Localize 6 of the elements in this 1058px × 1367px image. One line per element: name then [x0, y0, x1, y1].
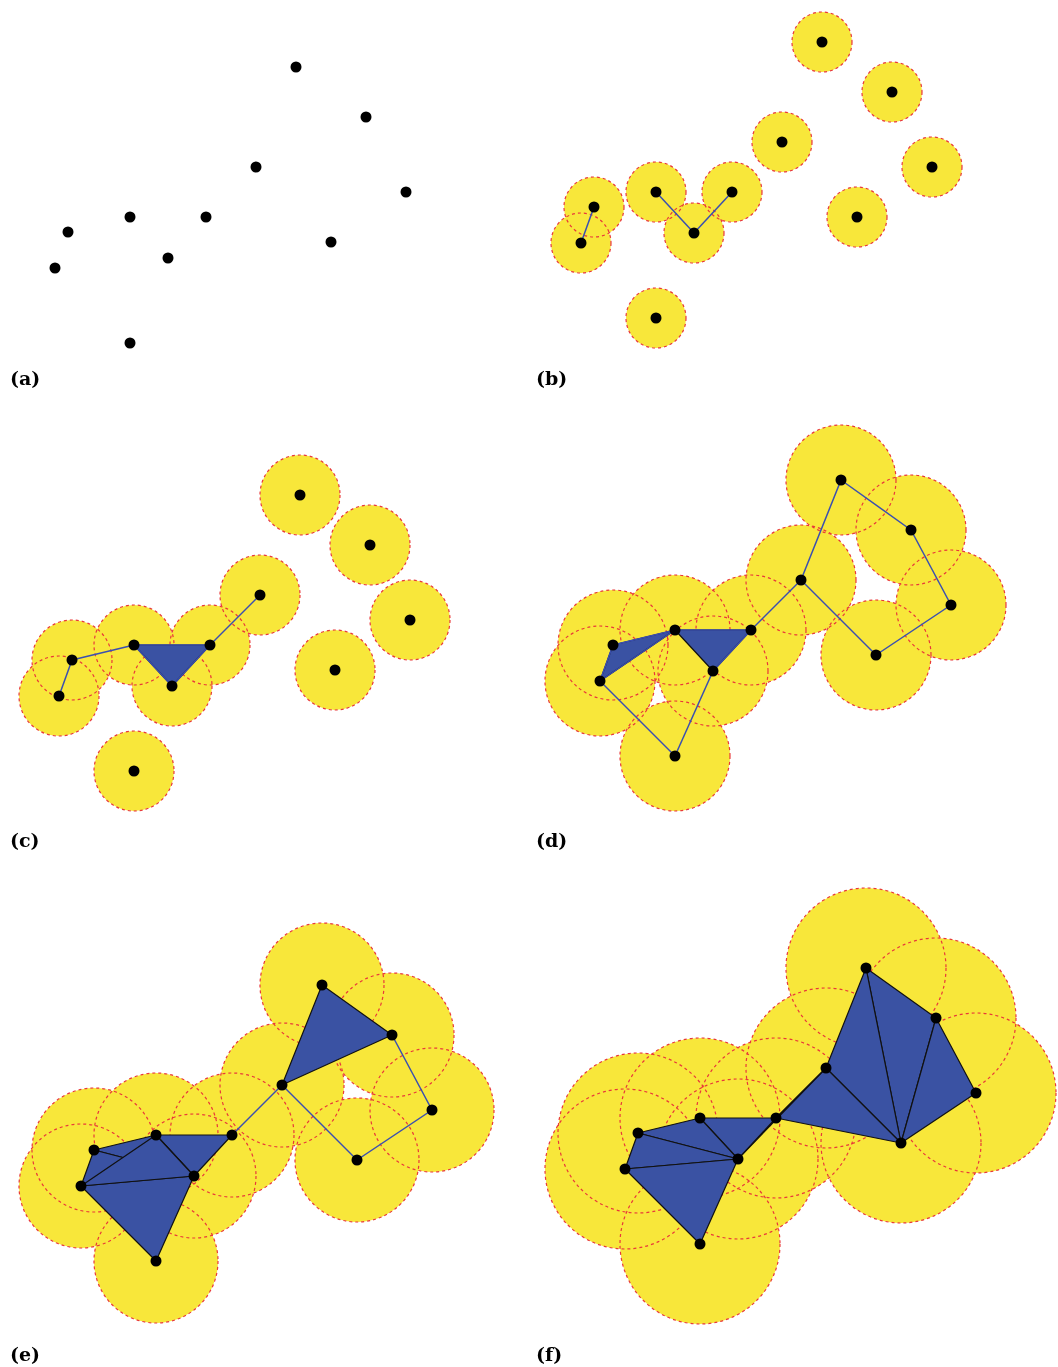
panel-label: (d)	[536, 829, 568, 851]
panel-label: (f)	[536, 1343, 563, 1365]
panel-label: (b)	[536, 367, 568, 389]
panel-label: (c)	[10, 829, 40, 851]
panel-label: (e)	[10, 1343, 41, 1365]
panel-label: (a)	[10, 367, 41, 389]
